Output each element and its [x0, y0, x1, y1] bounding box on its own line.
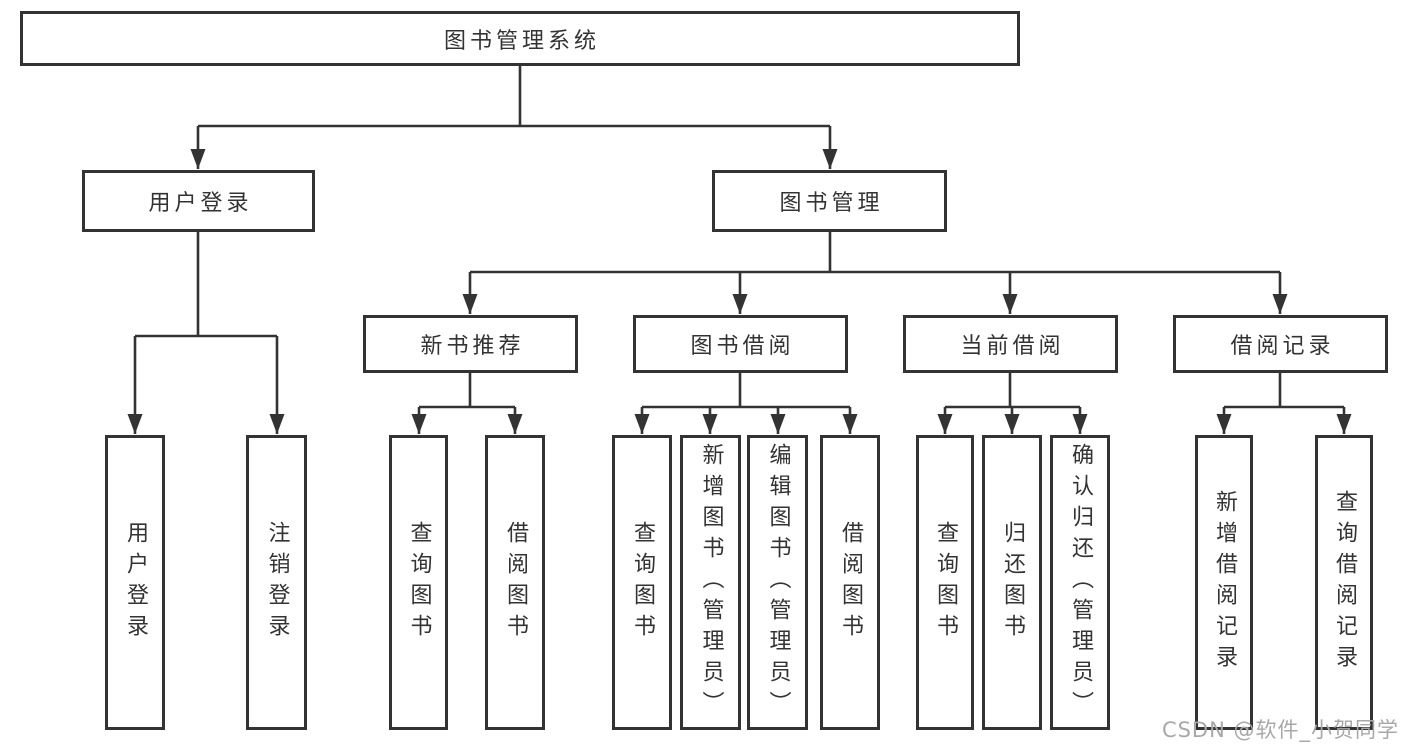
- leaf-label: 查询图书: [406, 520, 432, 645]
- leaf-return-books: 归还图书: [982, 435, 1042, 730]
- leaf-label: 借阅图书: [838, 520, 863, 645]
- node-borrowing-records: 借阅记录: [1173, 315, 1388, 373]
- leaf-label: 查询图书: [933, 520, 958, 645]
- leaf-label: 用户登录: [123, 520, 148, 645]
- leaf-borrow-books: 借阅图书: [820, 435, 880, 730]
- leaf-label: 编辑图书（管理员）: [765, 443, 791, 722]
- leaf-label: 查询借阅记录: [1332, 489, 1357, 676]
- csdn-watermark: CSDN @软件_小贺同学: [1161, 718, 1399, 742]
- node-book-borrowing: 图书借阅: [633, 315, 848, 373]
- leaf-label: 查询图书: [630, 520, 655, 645]
- node-user-login: 用户登录: [82, 170, 315, 232]
- leaf-label: 确认归还（管理员）: [1068, 443, 1093, 722]
- leaf-edit-books-admin: 编辑图书（管理员）: [747, 435, 808, 730]
- leaf-user-login: 用户登录: [105, 435, 165, 730]
- leaf-add-books-admin: 新增图书（管理员）: [680, 435, 741, 730]
- leaf-query-books-current: 查询图书: [916, 435, 974, 730]
- node-new-book-recommend: 新书推荐: [363, 315, 578, 373]
- leaf-query-books-recommend: 查询图书: [389, 435, 448, 730]
- node-book-management: 图书管理: [712, 170, 947, 232]
- leaf-label: 注销登录: [264, 520, 290, 645]
- leaf-query-borrow-record: 查询借阅记录: [1315, 435, 1373, 730]
- leaf-logout: 注销登录: [246, 435, 307, 730]
- leaf-label: 新增借阅记录: [1212, 489, 1237, 676]
- node-current-borrowing: 当前借阅: [903, 315, 1118, 373]
- node-root-library-system: 图书管理系统: [20, 11, 1020, 66]
- leaf-query-books-borrowing: 查询图书: [612, 435, 672, 730]
- leaf-add-borrow-record: 新增借阅记录: [1195, 435, 1253, 730]
- leaf-confirm-return-admin: 确认归还（管理员）: [1050, 435, 1110, 730]
- leaf-label: 归还图书: [1000, 520, 1025, 645]
- leaf-label: 新增图书（管理员）: [698, 443, 724, 722]
- leaf-label: 借阅图书: [503, 520, 528, 645]
- leaf-borrow-books-recommend: 借阅图书: [485, 435, 545, 730]
